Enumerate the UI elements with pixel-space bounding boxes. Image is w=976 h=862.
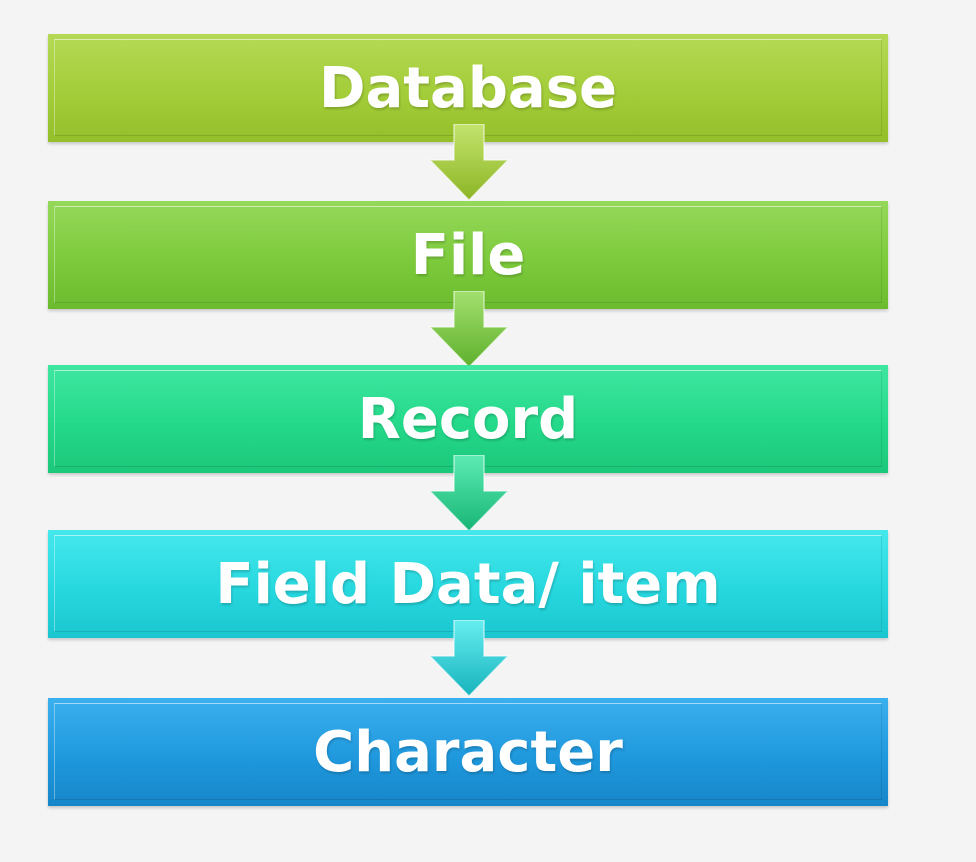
level-label: File bbox=[410, 222, 526, 288]
level-label: Character bbox=[313, 719, 623, 785]
down-arrow-icon bbox=[428, 124, 510, 202]
down-arrow-icon bbox=[428, 455, 510, 533]
level-label: Field Data/ item bbox=[215, 551, 721, 617]
level-label: Record bbox=[357, 386, 579, 452]
down-arrow-icon bbox=[428, 291, 510, 369]
level-character: Character bbox=[48, 698, 888, 806]
down-arrow-icon bbox=[428, 620, 510, 698]
level-label: Database bbox=[318, 55, 618, 121]
